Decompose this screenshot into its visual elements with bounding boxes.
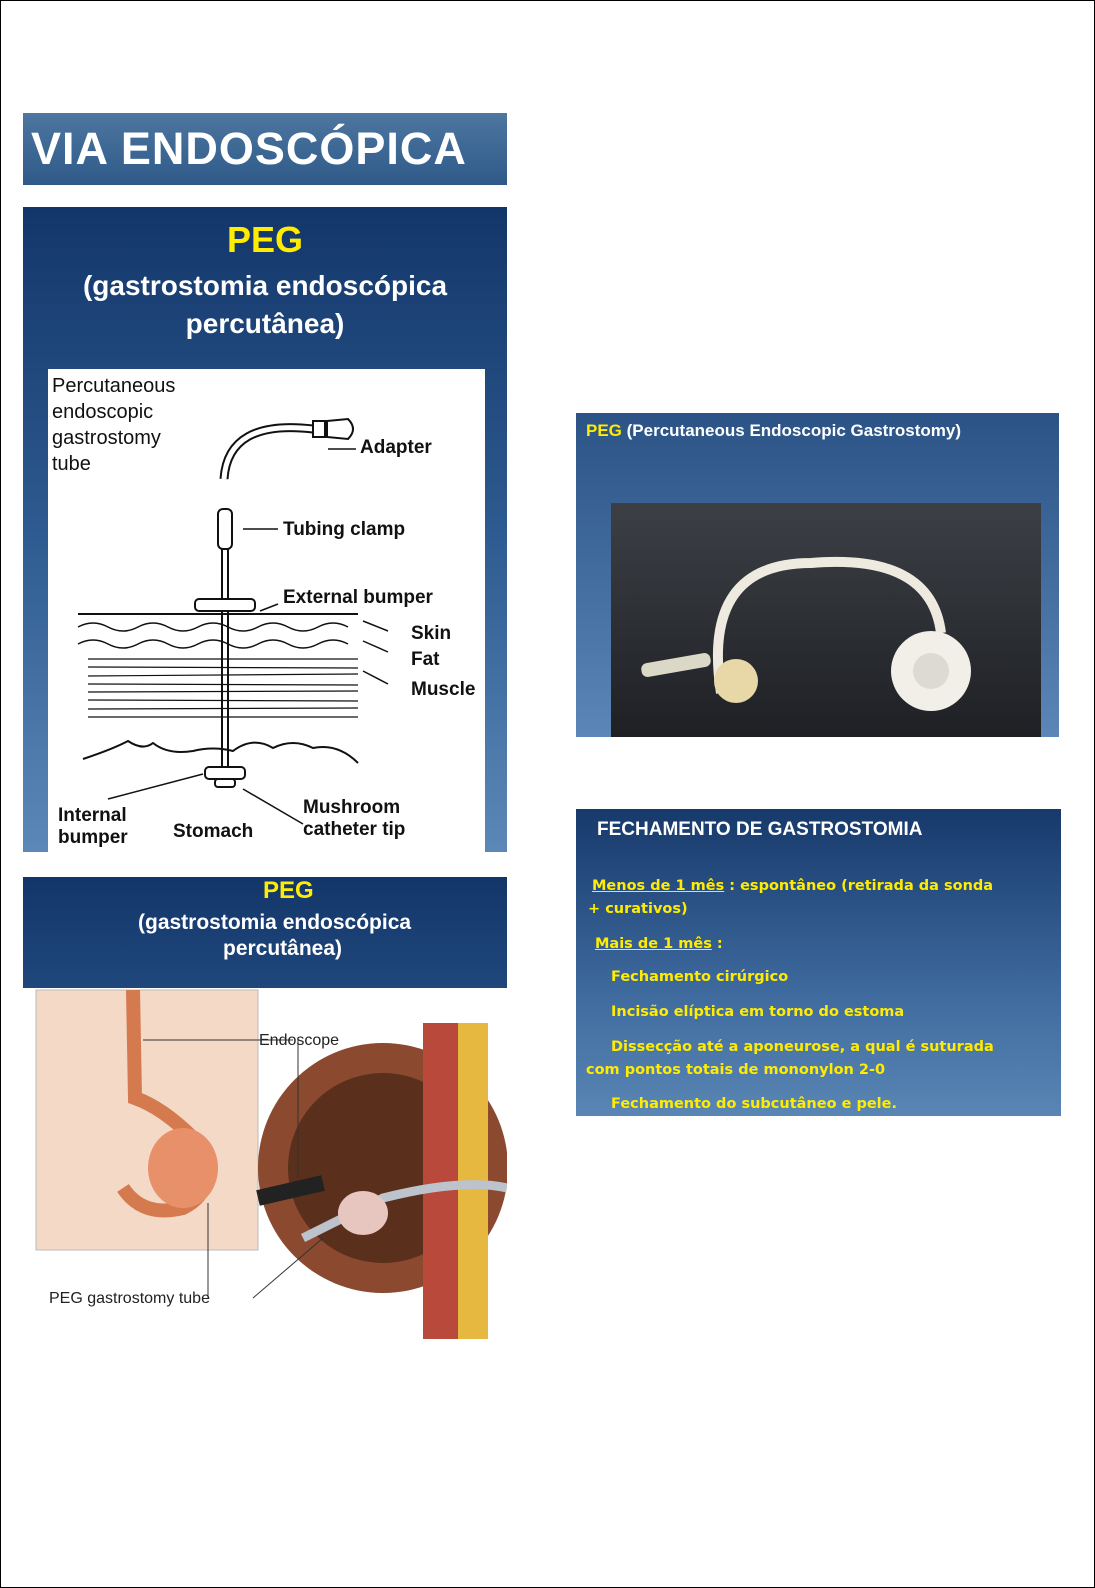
diagram-heading: Percutaneous endoscopic gastrostomy tube bbox=[52, 373, 175, 477]
text-line: com pontos totais de mononylon 2-0 bbox=[586, 1062, 886, 1078]
slide-subtitle-line: (gastrostomia endoscópica bbox=[138, 911, 412, 934]
slide-title: PEG bbox=[263, 877, 314, 904]
slide-subtitle-line: percutânea) bbox=[223, 937, 343, 960]
label-fat: Fat bbox=[411, 649, 440, 670]
diagram-drawing bbox=[77, 417, 389, 825]
slide-title: FECHAMENTO DE GASTROSTOMIA bbox=[597, 819, 923, 840]
label-peg-tube: PEG gastrostomy tube bbox=[49, 1290, 210, 1307]
label-line: Mushroom bbox=[303, 797, 401, 818]
slide-fechamento: FECHAMENTO DE GASTROSTOMIA Menos de 1 mê… bbox=[576, 809, 1061, 1116]
label-line: Internal bbox=[58, 805, 127, 826]
text-line: Menos de 1 mês : espontâneo (retirada da… bbox=[592, 878, 993, 894]
label-tubing-clamp: Tubing clamp bbox=[283, 519, 406, 540]
label-external-bumper: External bumper bbox=[283, 587, 433, 608]
heading-line: endoscopic bbox=[52, 401, 154, 423]
text-line: Mais de 1 mês : bbox=[595, 936, 723, 952]
photo-drawing bbox=[641, 556, 971, 711]
slide-title: PEG bbox=[226, 219, 304, 260]
label-stomach: Stomach bbox=[173, 821, 254, 842]
peg-tube-diagram: Percutaneous endoscopic gastrostomy tube… bbox=[48, 369, 485, 852]
text-line: Dissecção até a aponeurose, a qual é sut… bbox=[611, 1039, 994, 1055]
heading-line: tube bbox=[52, 453, 91, 475]
text-line: Incisão elíptica em torno do estoma bbox=[611, 1004, 905, 1020]
slide-peg-photo: PEG (Percutaneous Endoscopic Gastrostomy… bbox=[576, 413, 1059, 737]
slide-title: PEG (Percutaneous Endoscopic Gastrostomy… bbox=[586, 421, 961, 441]
label-internal-bumper: Internal bumper bbox=[58, 805, 128, 849]
slide-peg-illustration: PEG (gastrostomia endoscópica percutânea… bbox=[23, 877, 507, 1339]
subtitle-line: percutânea) bbox=[185, 308, 345, 339]
subtitle-line: (gastrostomia endoscópica bbox=[82, 270, 448, 301]
section-banner: VIA ENDOSCÓPICA bbox=[23, 113, 507, 185]
heading-line: Percutaneous bbox=[52, 375, 176, 397]
title-rest: (Percutaneous Endoscopic Gastrostomy) bbox=[621, 421, 962, 440]
label-endoscope: Endoscope bbox=[259, 1032, 340, 1049]
label-skin: Skin bbox=[411, 623, 452, 644]
slide-peg-diagram: PEG (gastrostomia endoscópica percutânea… bbox=[23, 207, 507, 852]
label-mushroom-tip: Mushroom catheter tip bbox=[303, 797, 405, 841]
heading-line: gastrostomy bbox=[52, 427, 161, 449]
line-text: : espontâneo (retirada da sonda bbox=[724, 878, 994, 894]
endoscopy-illustration: Endoscope PEG gastrostomy tube bbox=[23, 988, 507, 1339]
title-accent: PEG bbox=[586, 421, 622, 440]
label-adapter: Adapter bbox=[360, 437, 432, 458]
label-line: bumper bbox=[58, 827, 128, 848]
text-line: + curativos) bbox=[588, 901, 688, 917]
slide-subtitle: (gastrostomia endoscópica percutânea) bbox=[23, 267, 507, 343]
text-line: Fechamento cirúrgico bbox=[611, 969, 789, 985]
label-muscle: Muscle bbox=[411, 679, 476, 700]
underlined-term: Menos de 1 mês bbox=[592, 878, 725, 894]
illustration-drawing bbox=[35, 989, 507, 1339]
peg-tube-photo bbox=[611, 503, 1041, 737]
text-line: Fechamento do subcutâneo e pele. bbox=[611, 1096, 897, 1112]
label-line: catheter tip bbox=[303, 819, 406, 840]
line-text: : bbox=[711, 936, 723, 952]
underlined-term: Mais de 1 mês bbox=[595, 936, 712, 952]
